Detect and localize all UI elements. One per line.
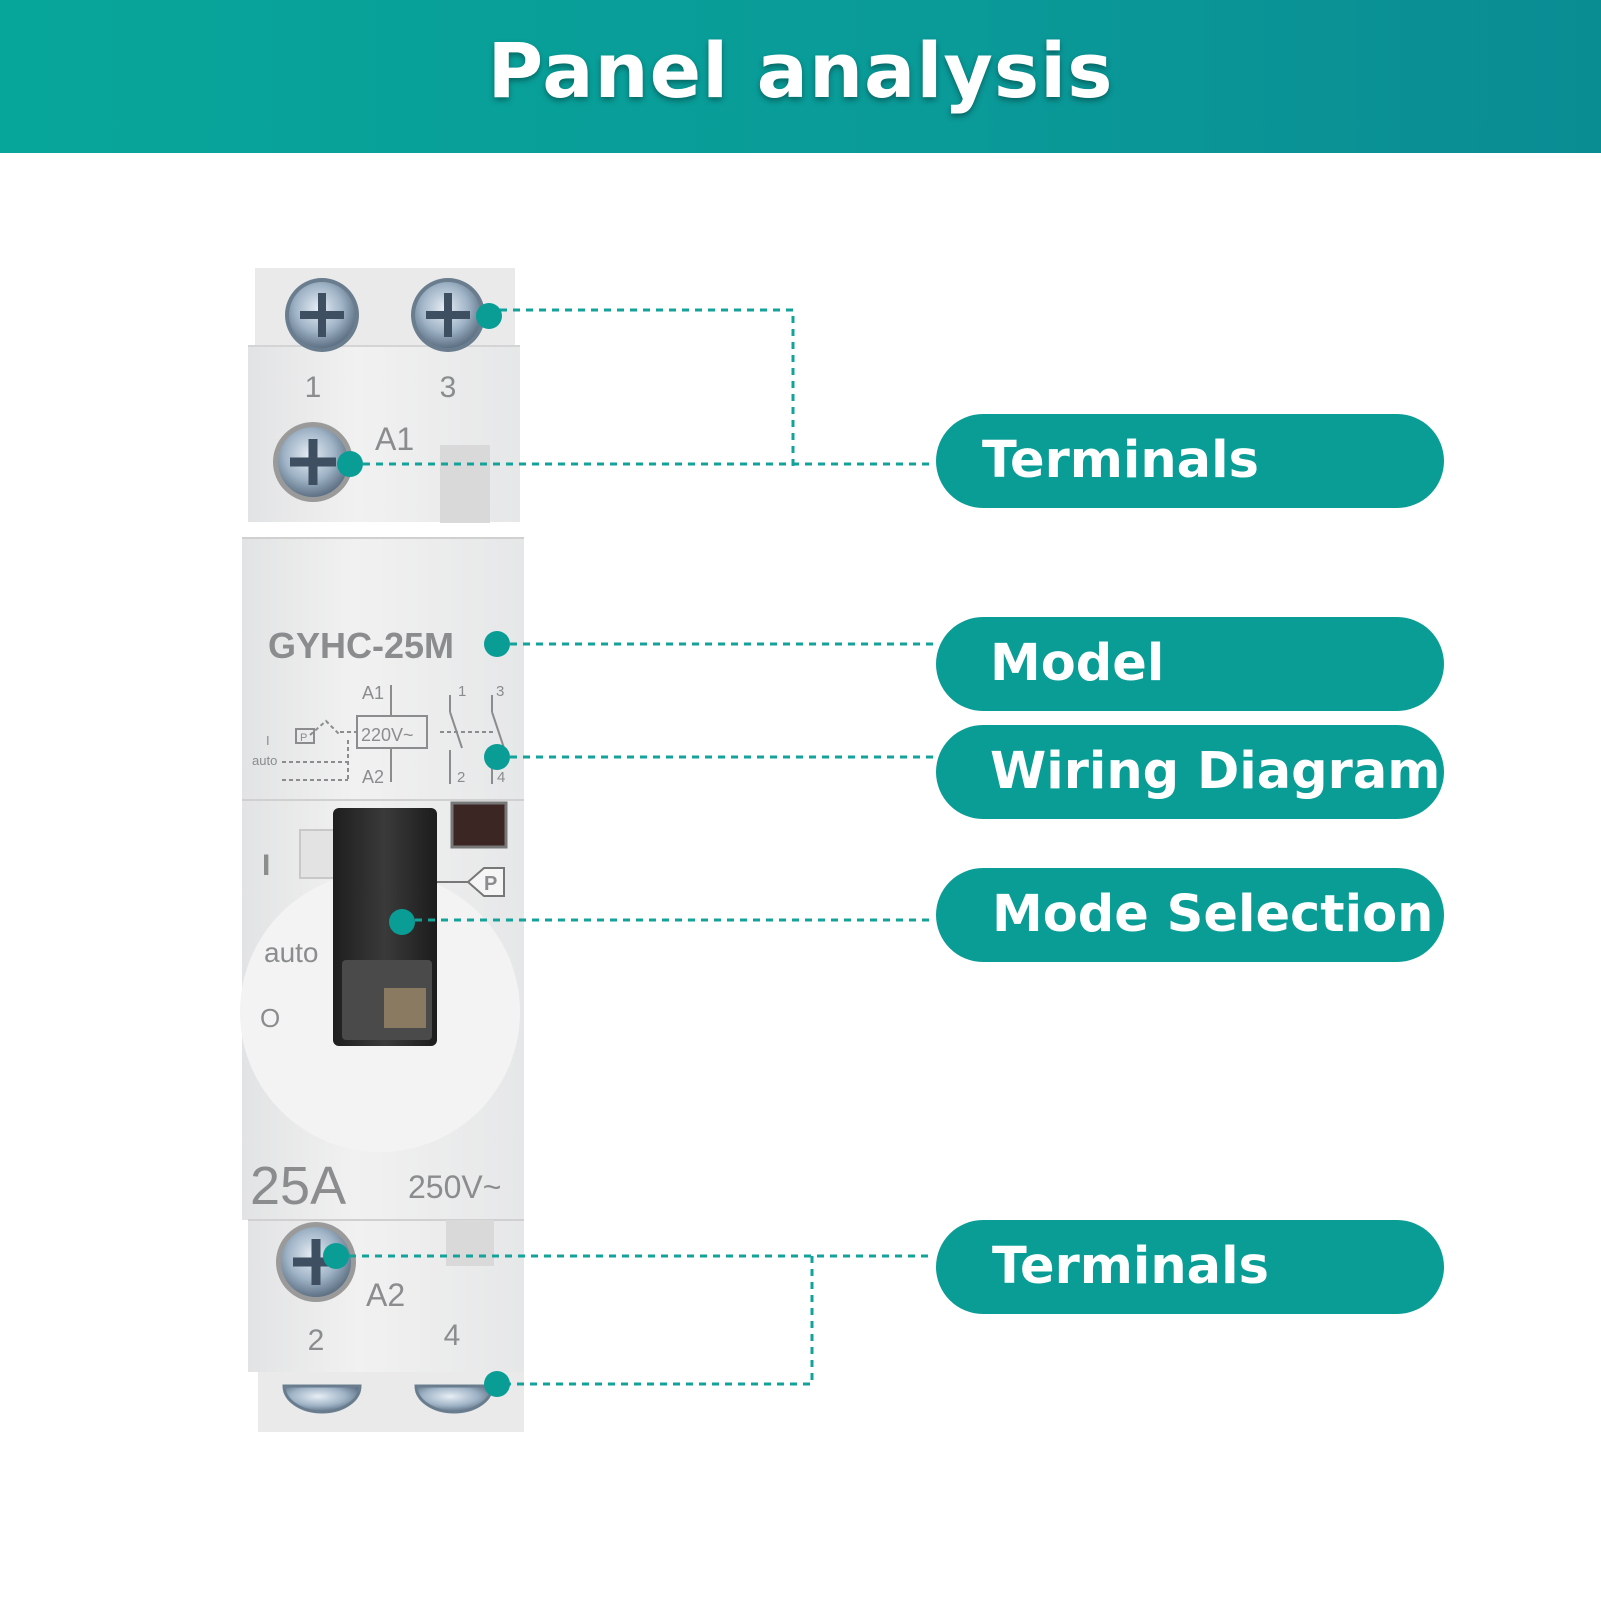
label-terminal-2: 2: [308, 1324, 325, 1357]
screw-terminal-1[interactable]: [285, 278, 359, 352]
mode-manual-label: I: [262, 849, 270, 882]
mode-p-label: P: [484, 873, 497, 895]
voltage-rating: 250V~: [408, 1169, 501, 1205]
label-coil-a2: A2: [366, 1277, 405, 1313]
manual-slot: [299, 829, 335, 879]
callout-model: Model: [936, 617, 1444, 711]
mode-selection-lever[interactable]: [333, 808, 437, 1046]
callout-mode-selection: Mode Selection: [936, 868, 1444, 962]
diagram-contact-3: 3: [496, 683, 504, 700]
diagram-p: P: [300, 732, 307, 744]
label-coil-a1: A1: [375, 421, 414, 457]
label-terminal-3: 3: [440, 371, 457, 404]
callout-leaders: [336, 308, 934, 1386]
diagram-manual: I: [266, 733, 270, 748]
callout-terminals-top: Terminals: [936, 414, 1444, 508]
current-rating: 25A: [250, 1156, 346, 1216]
model-label: GYHC-25M: [268, 625, 454, 666]
diagram-contact-1: 1: [458, 683, 466, 700]
label-terminal-1: 1: [305, 371, 322, 404]
diagram-contact-4: 4: [497, 769, 505, 786]
status-window: [450, 801, 508, 849]
callout-terminals-bottom: Terminals: [936, 1220, 1444, 1314]
diagram-a1: A1: [362, 683, 384, 703]
screw-terminal-a1[interactable]: [273, 422, 353, 502]
mode-off-label: O: [260, 1003, 280, 1033]
top-slot: [440, 445, 490, 523]
page-title: Panel analysis: [487, 26, 1114, 115]
mode-auto-label: auto: [264, 937, 319, 968]
label-terminal-4: 4: [444, 1319, 461, 1352]
screw-terminal-2[interactable]: [282, 1384, 362, 1414]
callout-wiring-diagram: Wiring Diagram: [936, 725, 1444, 819]
diagram-auto: auto: [252, 753, 277, 768]
wiring-diagram: [282, 685, 505, 784]
diagram-voltage: 220V~: [361, 725, 414, 745]
title-banner: Panel analysis: [0, 0, 1601, 153]
callout-dots: [323, 303, 510, 1397]
screw-terminal-3[interactable]: [411, 278, 485, 352]
diagram-a2: A2: [362, 767, 384, 787]
p-indicator: [436, 867, 505, 897]
diagram-contact-2: 2: [457, 769, 465, 786]
